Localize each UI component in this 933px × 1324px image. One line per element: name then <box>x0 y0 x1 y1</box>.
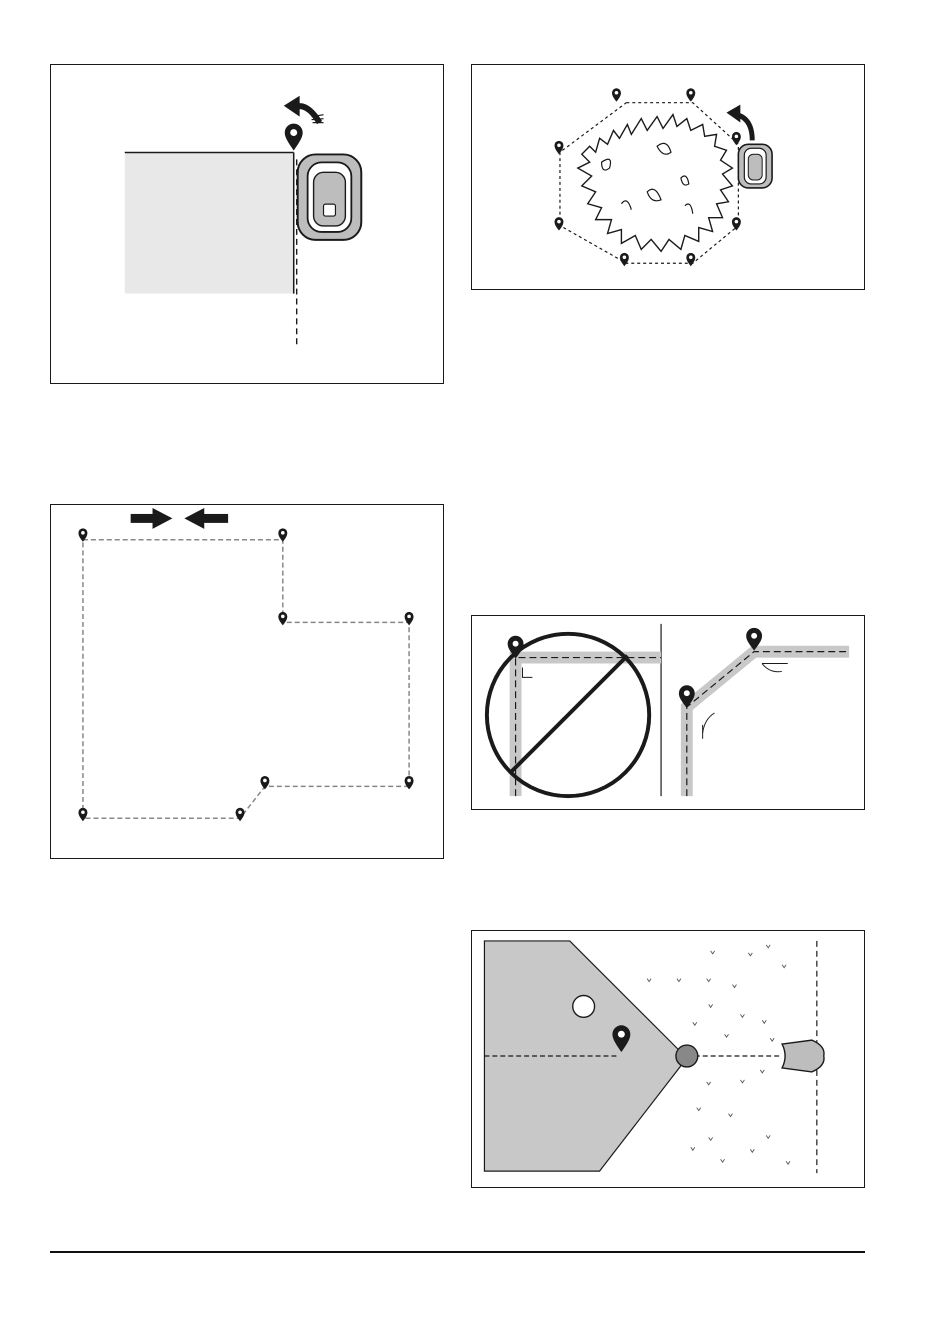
location-pin-icon <box>620 253 629 266</box>
location-pin-icon <box>285 124 303 151</box>
footer-divider <box>50 1251 865 1253</box>
location-pin-icon <box>686 253 695 266</box>
location-pin-icon <box>732 132 741 145</box>
location-pin-icon <box>612 88 621 101</box>
figure-dashed-boundary-outline <box>50 504 444 859</box>
figure-charging-station-approach <box>471 930 865 1188</box>
guide-point <box>676 1045 698 1067</box>
dashed-boundary-path <box>83 540 409 818</box>
location-pin-icon <box>405 776 414 789</box>
location-pin-icon <box>236 808 245 821</box>
figure-pins-around-bush <box>471 64 865 290</box>
diagram-mower-corner <box>51 65 443 383</box>
arrow-right-icon <box>131 508 173 529</box>
robotic-mower-icon <box>782 1040 824 1072</box>
angled-corner-path <box>687 652 849 797</box>
diagram-bush-outline <box>472 65 864 289</box>
location-pin-icon <box>732 217 741 230</box>
diagram-corner-comparison <box>472 616 864 809</box>
location-pin-icon <box>686 88 695 101</box>
station-area-region <box>484 941 686 1171</box>
figure-corner-angle-comparison <box>471 615 865 810</box>
location-pin-icon <box>78 808 87 821</box>
location-pin-icon <box>260 776 269 789</box>
robotic-mower-icon <box>298 154 362 239</box>
location-pin-icon <box>278 612 287 625</box>
location-pin-icon <box>405 612 414 625</box>
location-pin-icon <box>278 528 287 541</box>
bush-outline <box>578 115 733 252</box>
work-area-region <box>125 152 294 293</box>
curved-arrow-left-icon <box>284 96 324 123</box>
location-pin-icon <box>555 217 564 230</box>
figure-mower-turn-at-corner <box>50 64 444 384</box>
marker-circle <box>573 995 595 1017</box>
diagram-boundary-polygon <box>51 505 443 858</box>
arrow-left-icon <box>184 508 228 529</box>
location-pin-icon <box>555 141 564 154</box>
robotic-mower-icon <box>738 144 772 188</box>
diagram-station-approach <box>472 931 864 1187</box>
